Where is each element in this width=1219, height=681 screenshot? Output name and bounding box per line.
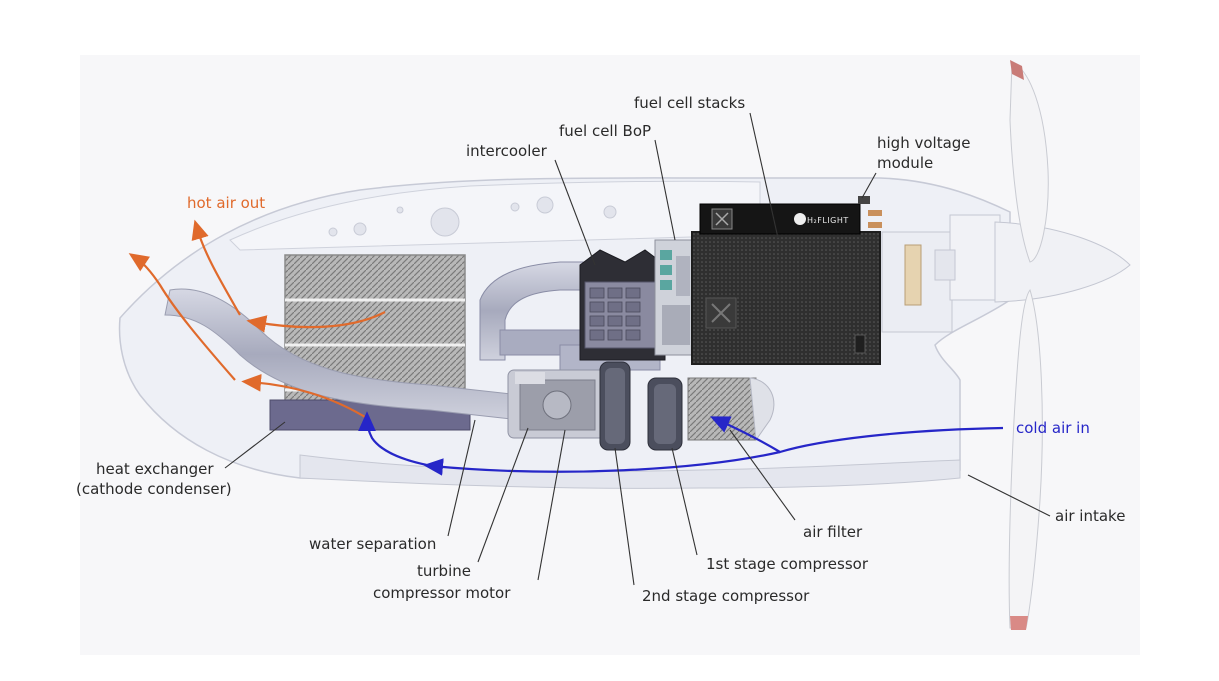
label-cold-air-in: cold air in — [1016, 419, 1090, 437]
label-air-intake: air intake — [1055, 507, 1126, 525]
cold-air-flow — [358, 411, 1004, 476]
hot-air-flow — [128, 219, 386, 421]
label-fuel-cell-bop: fuel cell BoP — [559, 122, 652, 140]
propeller — [1008, 60, 1049, 630]
label-air-filter: air filter — [803, 523, 863, 541]
second-stage-compressor — [599, 361, 631, 451]
label-heat-exchanger: heat exchanger — [96, 460, 214, 478]
leader-lines — [224, 112, 1051, 586]
label-first-stage-compressor: 1st stage compressor — [706, 555, 869, 573]
label-hot-air-out: hot air out — [187, 194, 266, 212]
intercooler — [579, 249, 666, 361]
label-fuel-cell-stacks: fuel cell stacks — [634, 94, 746, 112]
label-second-stage-compressor: 2nd stage compressor — [642, 587, 810, 605]
label-water-separation: water separation — [309, 535, 437, 553]
fuel-cell-stacks — [691, 231, 881, 365]
label-high-voltage: high voltage — [877, 134, 971, 152]
label-turbine: turbine — [417, 562, 471, 580]
label-compressor-motor: compressor motor — [373, 584, 511, 602]
label-intercooler: intercooler — [466, 142, 547, 160]
fuel-cell-bop — [654, 239, 696, 356]
brand-logo-text: H₂FLIGHT — [807, 216, 849, 225]
front-mount — [881, 214, 1001, 333]
label-cathode-condenser: (cathode condenser) — [76, 480, 232, 498]
label-high-voltage-module: module — [877, 154, 934, 172]
first-stage-compressor — [647, 377, 683, 451]
high-voltage-module — [699, 196, 882, 235]
turbine-compressor-motor — [507, 369, 609, 439]
